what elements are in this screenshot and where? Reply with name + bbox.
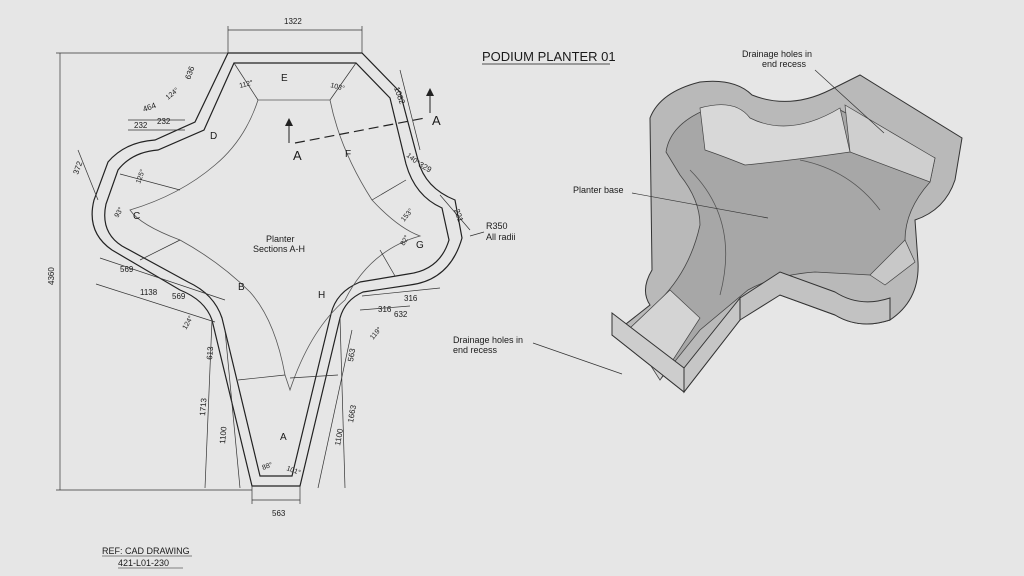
section-marker-left: A: [293, 148, 302, 163]
angle-112: 112°: [238, 79, 254, 90]
iso-front-face-right: [739, 271, 891, 325]
radius-note-all: All radii: [486, 232, 516, 242]
dim-bottom-width: 563: [272, 509, 286, 518]
section-label-g: G: [416, 240, 424, 251]
section-label-c: C: [133, 211, 140, 222]
radius-note: R350: [486, 221, 508, 231]
dim-1713: 1713: [198, 397, 209, 416]
planter-label: Planter: [266, 234, 295, 244]
angle-125: 125°: [134, 168, 147, 185]
dim-1138: 1138: [140, 288, 158, 297]
iso-right-wall: [844, 104, 936, 183]
dim-613: 613: [205, 346, 215, 361]
angle-124a: 124°: [164, 86, 180, 102]
callout-bottom-line1: Drainage holes in: [453, 335, 523, 345]
dim-372: 372: [71, 160, 84, 176]
callout-top-line2: end recess: [762, 59, 807, 69]
ref-label: REF: CAD DRAWING: [102, 546, 190, 556]
sections-label: Sections A-H: [253, 244, 305, 254]
angle-103: 103°: [329, 81, 345, 93]
dim-1663: 1663: [346, 404, 358, 424]
section-label-b: B: [238, 282, 245, 293]
angle-82: 82°: [399, 234, 411, 247]
dim-overall-height: 4360: [47, 267, 56, 285]
dim-316b: 316: [404, 294, 418, 303]
drawing-title: PODIUM PLANTER 01: [482, 49, 616, 64]
plan-view: A A E D F C G B H A Planter Sections A-H…: [47, 17, 516, 518]
planter-base-outline: [129, 99, 422, 392]
iso-callouts: Drainage holes in end recess Planter bas…: [453, 49, 885, 375]
section-label-e: E: [281, 73, 288, 84]
dim-464: 464: [142, 101, 158, 114]
section-label-d: D: [210, 131, 217, 142]
dim-569b: 569: [172, 292, 186, 301]
section-marker-right: A: [432, 113, 441, 128]
section-label-f: F: [345, 149, 351, 160]
iso-right-lower-wall: [869, 239, 916, 286]
dim-1100b: 1100: [333, 427, 345, 446]
dim-1100a: 1100: [218, 426, 229, 444]
iso-left-arm-side: [683, 296, 741, 394]
section-label-a: A: [280, 432, 287, 443]
section-division-lines: [119, 62, 407, 381]
angle-153: 153°: [399, 207, 415, 223]
isometric-view: [611, 74, 963, 394]
callout-top-line1: Drainage holes in: [742, 49, 812, 59]
dim-563: 563: [346, 347, 357, 362]
iso-base-curve-left: [689, 169, 727, 296]
angle-93: 93°: [113, 206, 125, 219]
dim-316a: 316: [378, 305, 392, 314]
callout-bottom-line2: end recess: [453, 345, 498, 355]
section-cut-line: [285, 88, 434, 144]
dim-569a: 569: [120, 265, 134, 274]
angle-124b: 124°: [181, 314, 195, 331]
iso-base-curve-right: [799, 159, 881, 211]
dim-221: 221: [452, 208, 465, 224]
dim-636: 636: [183, 65, 196, 81]
angle-119: 119°: [368, 325, 383, 341]
section-label-h: H: [318, 290, 325, 301]
dim-top-width: 1322: [284, 17, 302, 26]
dimension-lines: [56, 26, 471, 504]
ref-number: 421-L01-230: [118, 558, 169, 568]
angle-101: 101°: [285, 464, 302, 477]
iso-top-wall: [699, 104, 851, 166]
planter-outline-inner: [104, 62, 450, 477]
angle-88: 88°: [261, 461, 274, 472]
callout-base: Planter base: [573, 185, 624, 195]
dim-232b: 232: [157, 117, 171, 126]
planter-outline-outer: [91, 52, 463, 487]
dim-632: 632: [394, 310, 408, 319]
dim-232a: 232: [134, 121, 148, 130]
